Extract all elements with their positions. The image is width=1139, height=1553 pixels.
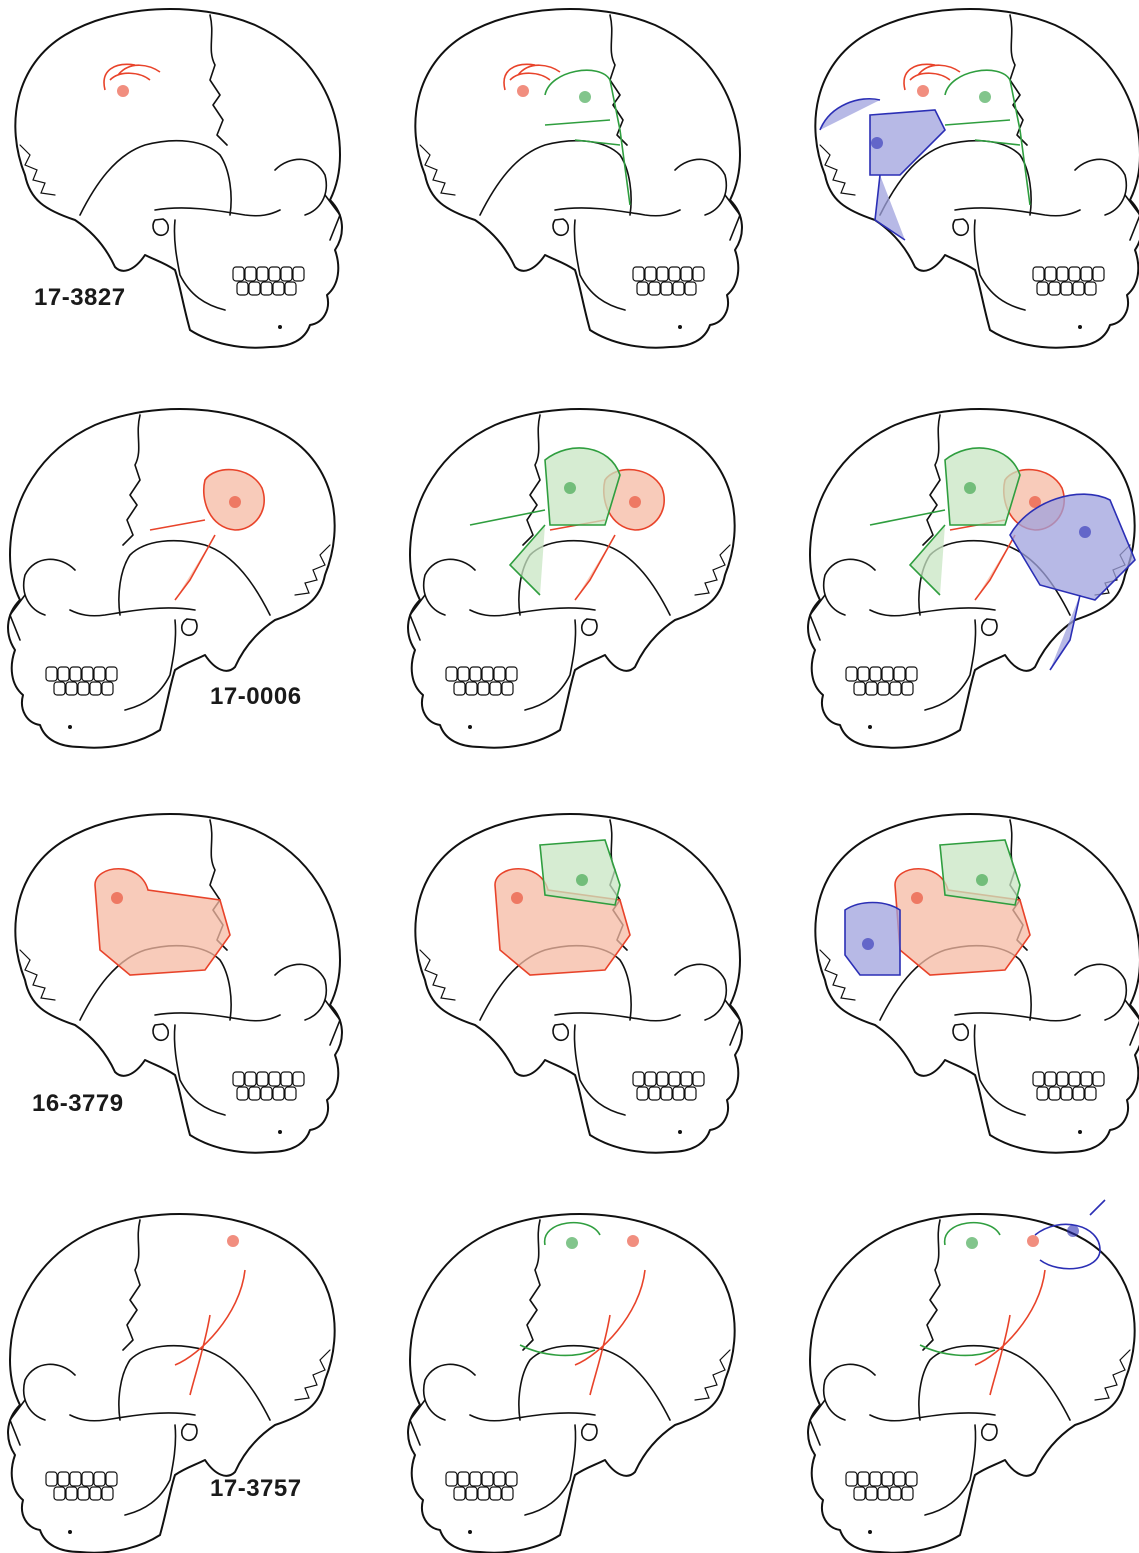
- case-label-row-2: 17-0006: [210, 683, 302, 711]
- r3-c2-green-electrode-dot: [576, 874, 588, 886]
- r3-c3-red-electrode-dot: [911, 892, 923, 904]
- r2-c2-green-electrode-dot: [564, 482, 576, 494]
- r3-c2-red-electrode-dot: [511, 892, 523, 904]
- r2-c2-red-electrode-dot: [629, 496, 641, 508]
- r1-c1-red-electrode-dot: [117, 85, 129, 97]
- r2-c1-red-electrode-dot: [229, 496, 241, 508]
- r3-c3-blue-electrode-dot: [862, 938, 874, 950]
- skull-r1-c2: [415, 9, 742, 348]
- r3-c3-green-electrode-dot: [976, 874, 988, 886]
- r4-c1-red-electrode-dot: [227, 1235, 239, 1247]
- skull-r4-c3: [808, 1214, 1135, 1553]
- case-label-row-3: 16-3779: [32, 1090, 124, 1118]
- r4-c2-green-electrode-dot: [566, 1237, 578, 1249]
- r3-c1-red-electrode-dot: [111, 892, 123, 904]
- r2-c3-blue-electrode-dot: [1079, 526, 1091, 538]
- r1-c3-red-electrode-dot: [917, 85, 929, 97]
- skull-r1-c3: [815, 9, 1139, 348]
- skull-r4-c2: [408, 1214, 735, 1553]
- r4-c3-blue-electrode-dot: [1067, 1225, 1079, 1237]
- r4-c3-green-electrode-dot: [966, 1237, 978, 1249]
- r1-c2-red-electrode-dot: [517, 85, 529, 97]
- case-label-row-4: 17-3757: [210, 1475, 302, 1503]
- r4-c2-red-electrode-dot: [627, 1235, 639, 1247]
- r1-c3-green-electrode-dot: [979, 91, 991, 103]
- r3-c3-blue: [845, 903, 900, 976]
- r2-c3-green-electrode-dot: [964, 482, 976, 494]
- r4-c3-red-electrode-dot: [1027, 1235, 1039, 1247]
- r3-c2-green: [540, 840, 620, 905]
- r1-c2-green-electrode-dot: [579, 91, 591, 103]
- case-label-row-1: 17-3827: [34, 284, 126, 312]
- r1-c3-blue-electrode-dot: [871, 137, 883, 149]
- r3-c3-green: [940, 840, 1020, 905]
- skull-grid: [8, 9, 1139, 1553]
